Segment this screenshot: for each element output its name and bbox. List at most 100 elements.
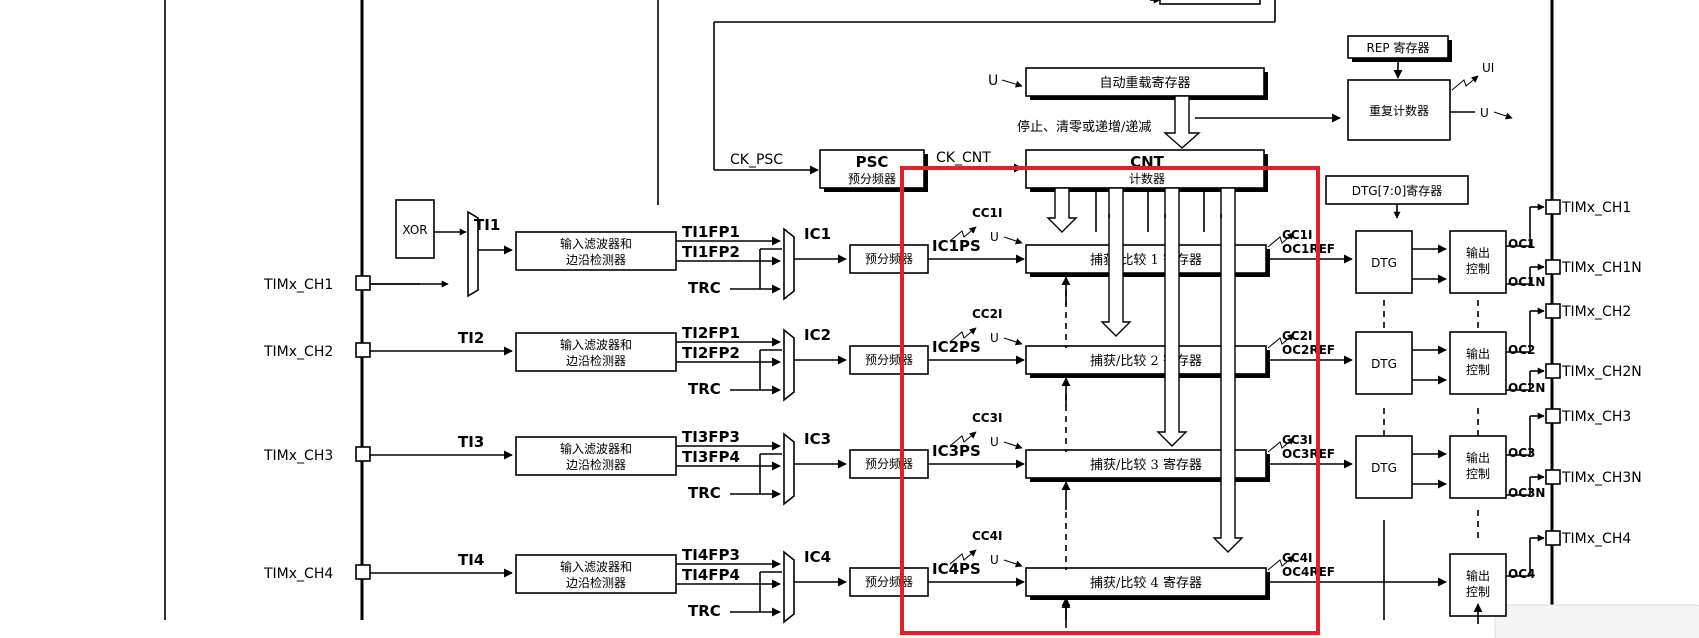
- input-pin-label: TIMx_CH3: [263, 448, 333, 464]
- oc-label: OC3: [1508, 446, 1535, 460]
- cc-register-4: [1025, 567, 1267, 597]
- output-stage: CC1IOC1REFDTG输出控制CC2IOC2REFDTG输出控制CC3IOC…: [1266, 175, 1642, 624]
- cci-label: CC3I: [972, 411, 1002, 425]
- cc-register-label: 捕获/比较 3 寄存器: [1090, 457, 1202, 473]
- oc-label: OC3N: [1508, 486, 1545, 500]
- input-filter-2: [515, 332, 677, 372]
- output-pin-4: [1545, 363, 1561, 379]
- out-ctrl-label: 输出: [1466, 245, 1490, 260]
- dtg-label: DTG: [1371, 461, 1397, 475]
- icps-label: IC3PS: [932, 442, 981, 460]
- input-pin-2: [355, 342, 371, 358]
- prescaler-label: 预分频器: [865, 457, 913, 471]
- cc-register-label: 捕获/比较 4 寄存器: [1090, 575, 1202, 591]
- icps-label: IC2PS: [932, 338, 981, 356]
- ocref-label: OC2REF: [1282, 343, 1335, 357]
- ccout-label: CC1I: [1282, 228, 1312, 242]
- output-pin-label: TIMx_CH2N: [1561, 364, 1642, 380]
- fp-label: TI3FP3: [682, 428, 740, 446]
- ck-cnt-label: CK_CNT: [936, 150, 991, 166]
- input-pin-label: TIMx_CH4: [263, 566, 333, 582]
- frame-lines: [164, 0, 1699, 638]
- cc-register-label: 捕获/比较 2 寄存器: [1090, 353, 1202, 369]
- output-pin-label: TIMx_CH1: [1561, 200, 1631, 216]
- output-ctrl-3: [1449, 435, 1507, 499]
- input-filter-1: [515, 231, 677, 271]
- ic-mux-4: [783, 550, 795, 624]
- fp-label: TI2FP2: [682, 344, 740, 362]
- arr-label: 自动重载寄存器: [1099, 75, 1190, 91]
- output-pin-label: TIMx_CH4: [1561, 531, 1631, 547]
- ui-label: UI: [1482, 61, 1494, 75]
- ti-label: TI2: [458, 329, 484, 347]
- ccout-label: CC2I: [1282, 329, 1312, 343]
- ic-mux-1: [783, 227, 795, 301]
- ccout-label: CC3I: [1282, 433, 1312, 447]
- u-arr-label: U: [988, 73, 998, 89]
- cci-label: CC1I: [972, 206, 1002, 220]
- ti-label: TI1: [474, 216, 500, 234]
- trc-label: TRC: [688, 602, 721, 620]
- dtg-1: [1355, 230, 1413, 294]
- ic-label: IC4: [804, 548, 831, 566]
- output-pin-label: TIMx_CH2: [1561, 304, 1631, 320]
- input-pin-label: TIMx_CH2: [263, 344, 333, 360]
- u-label: U: [990, 553, 999, 567]
- icps-label: IC1PS: [932, 237, 981, 255]
- cci-label: CC2I: [972, 307, 1002, 321]
- out-ctrl-label: 输出: [1466, 568, 1490, 583]
- highlight-box: [900, 166, 1320, 635]
- trc-label: TRC: [688, 484, 721, 502]
- input-pin-4: [355, 564, 371, 580]
- u-label: U: [990, 435, 999, 449]
- filter-label-2: 边沿检测器: [566, 353, 626, 368]
- output-pin-label: TIMx_CH1N: [1561, 260, 1642, 276]
- out-ctrl-label: 输出: [1466, 450, 1490, 465]
- ocref-label: OC1REF: [1282, 242, 1335, 256]
- out-ctrl-label: 控制: [1466, 467, 1490, 481]
- time-base: CK_PSC PSC 预分频器 CK_CNT CNT 计数器 U 自动重载寄存器…: [730, 35, 1513, 192]
- oc-label: OC1: [1508, 237, 1535, 251]
- u-label: U: [990, 331, 999, 345]
- cnt-sub: 计数器: [1129, 171, 1165, 186]
- output-ctrl-2: [1449, 331, 1507, 395]
- output-pin-3: [1545, 303, 1561, 319]
- ti-label: TI3: [458, 433, 484, 451]
- out-ctrl-label: 输出: [1466, 346, 1490, 361]
- arr-box: [1025, 67, 1265, 97]
- ti-label: TI4: [458, 551, 484, 569]
- ccout-label: CC4I: [1282, 551, 1312, 565]
- cci-label: CC4I: [972, 529, 1002, 543]
- ic-prescaler-4: [849, 567, 929, 597]
- filter-label-1: 输入滤波器和: [560, 337, 632, 352]
- ctrl-note: 停止、清零或递增/递减: [1017, 119, 1151, 135]
- ic-prescaler-3: [849, 449, 929, 479]
- dtg-reg-label: DTG[7:0]寄存器: [1352, 183, 1443, 198]
- input-channels: XORTIMx_CH1TI1输入滤波器和边沿检测器TI1FP1TI1FP2TRC…: [263, 199, 1025, 624]
- output-pin-6: [1545, 469, 1561, 485]
- fp-label: TI1FP1: [682, 223, 740, 241]
- fp-label: TI2FP1: [682, 324, 740, 342]
- oc-label: OC2N: [1508, 381, 1545, 395]
- fp-label: TI3FP4: [682, 448, 740, 466]
- ic-label: IC2: [804, 326, 831, 344]
- prescaler-label: 预分频器: [865, 353, 913, 367]
- rep-counter-box: [1347, 79, 1451, 141]
- u-out-label: U: [1480, 106, 1489, 120]
- filter-label-2: 边沿检测器: [566, 575, 626, 590]
- input-filter-3: [515, 436, 677, 476]
- fp-label: TI4FP3: [682, 546, 740, 564]
- dtg-3: [1355, 435, 1413, 499]
- out-ctrl-label: 控制: [1466, 585, 1490, 599]
- fp-label: TI1FP2: [682, 243, 740, 261]
- u-label: U: [990, 230, 999, 244]
- ic-label: IC3: [804, 430, 831, 448]
- dtg-2: [1355, 331, 1413, 395]
- trc-label: TRC: [688, 380, 721, 398]
- ti1-mux: [467, 210, 479, 298]
- rep-counter-label: 重复计数器: [1369, 103, 1429, 118]
- trc-label: TRC: [688, 279, 721, 297]
- oc-label: OC4: [1508, 567, 1535, 581]
- dtg-label: DTG: [1371, 357, 1397, 371]
